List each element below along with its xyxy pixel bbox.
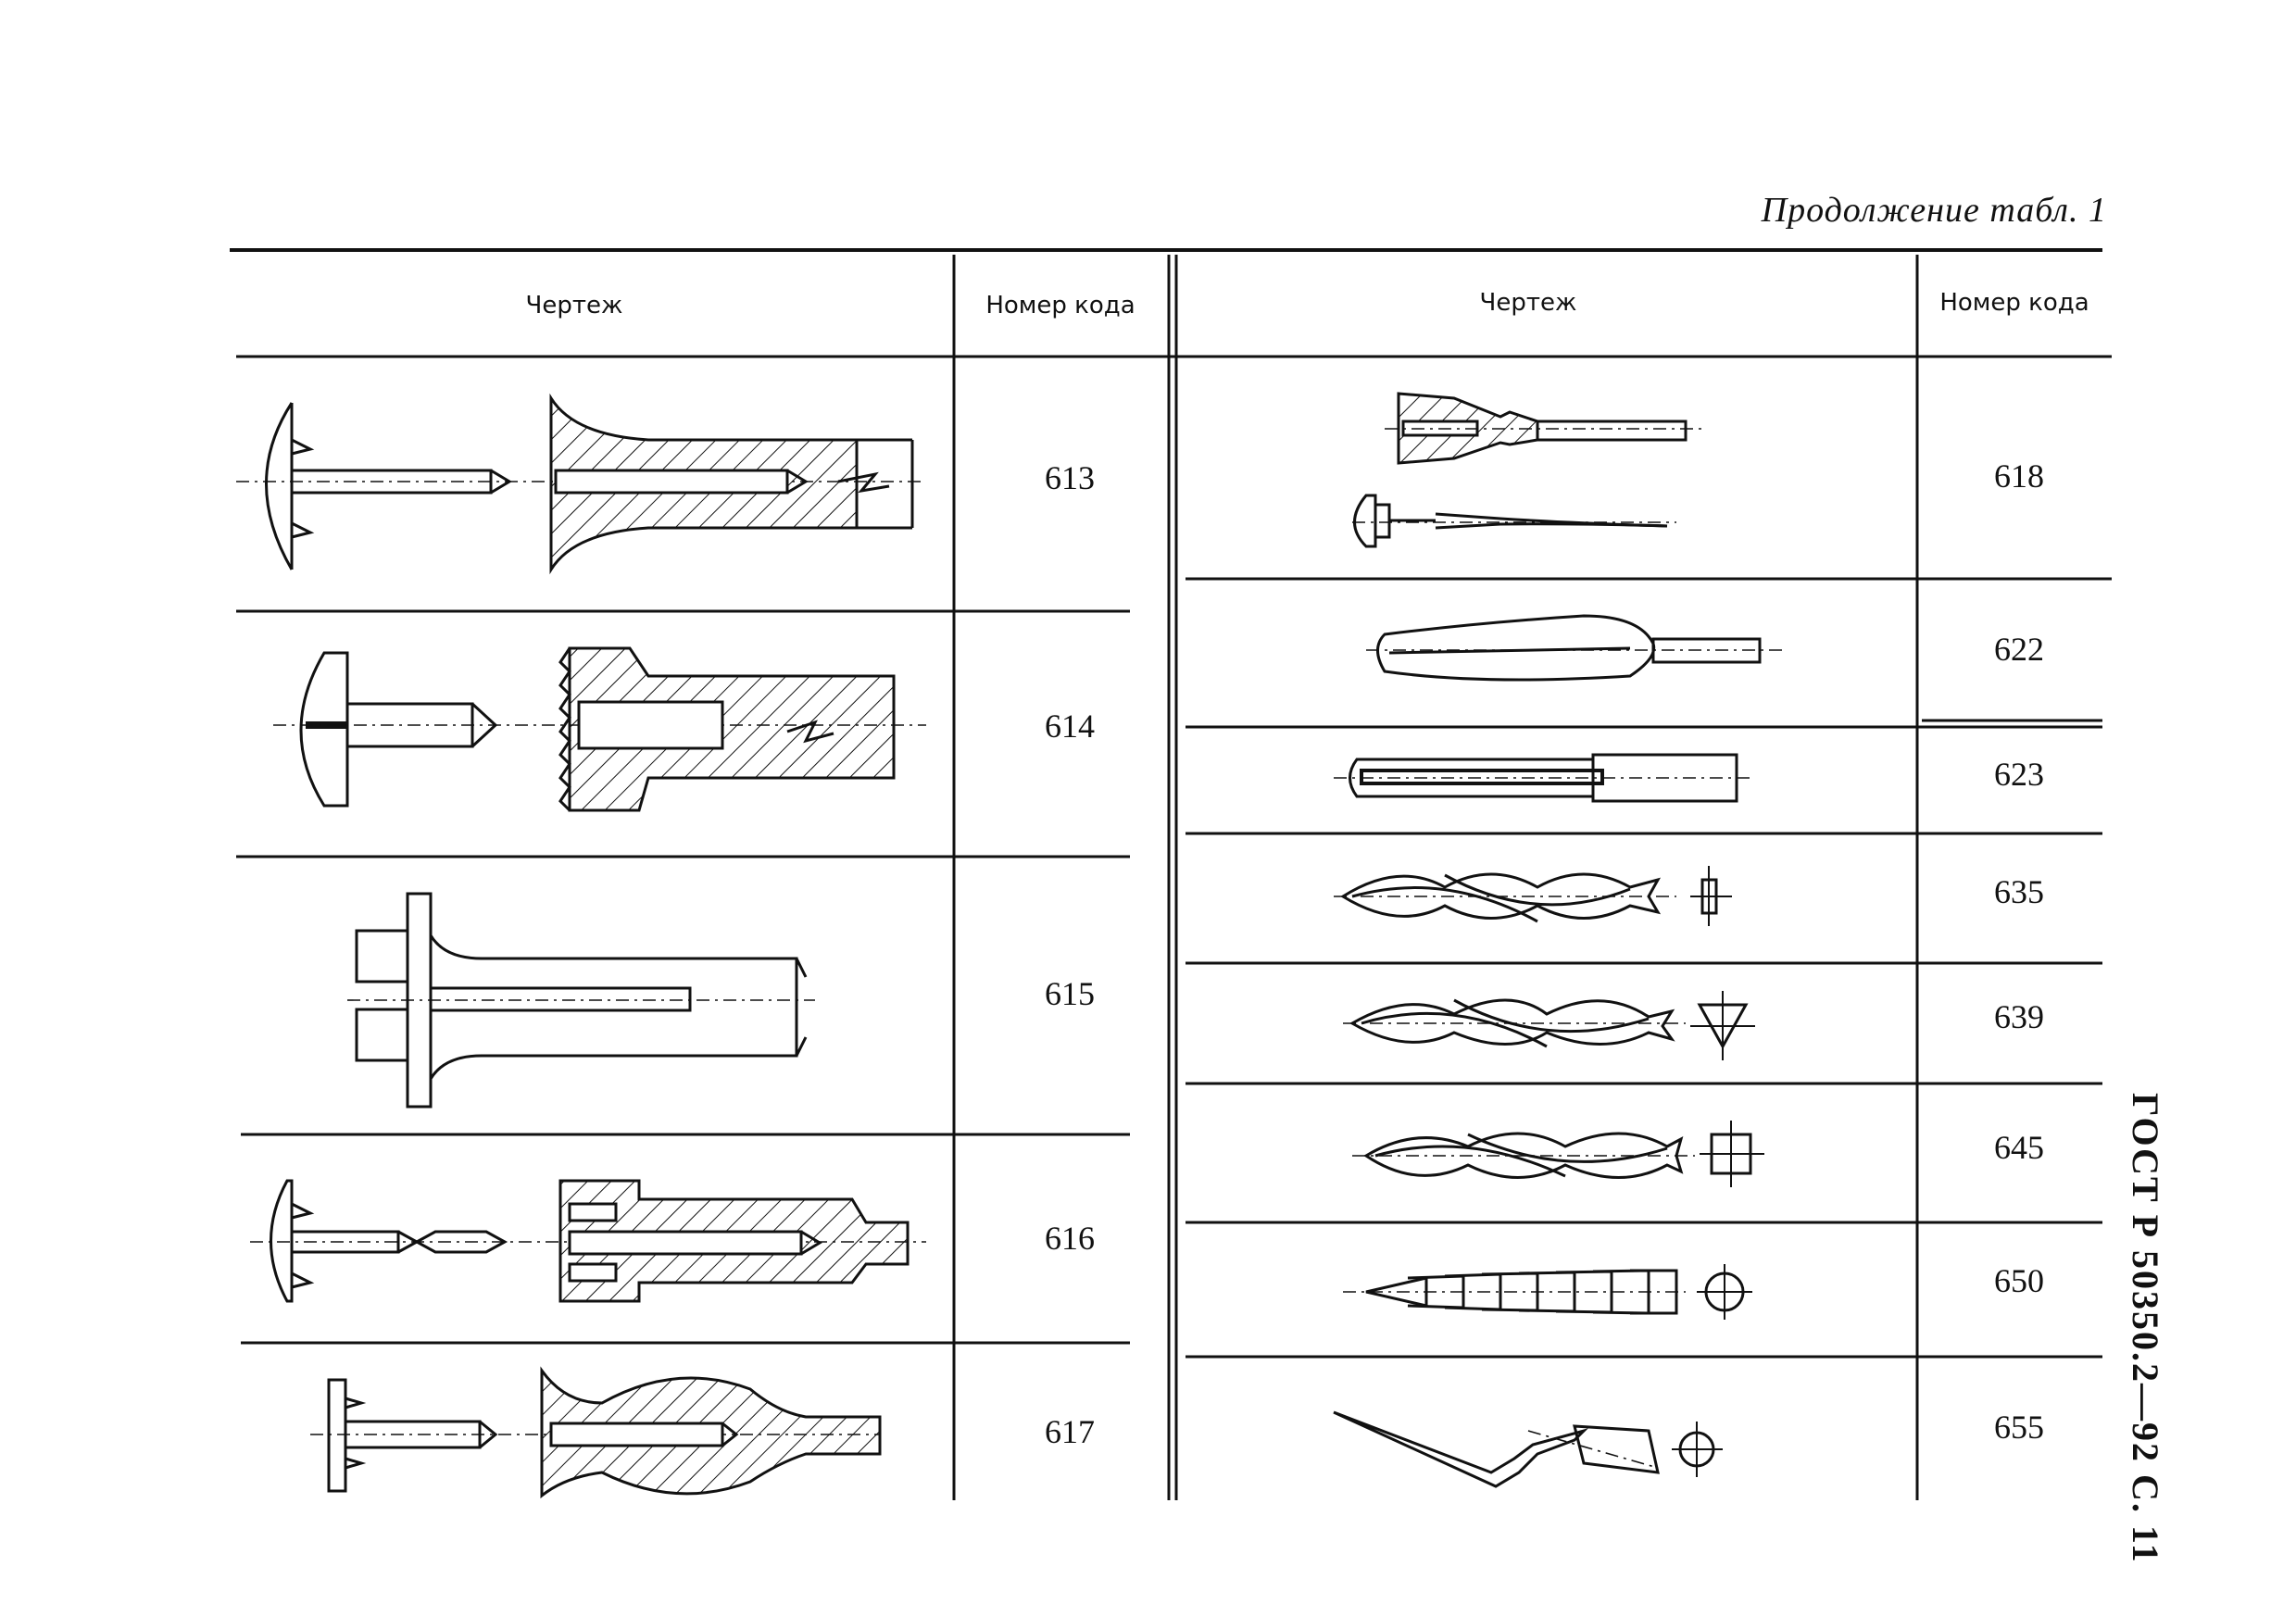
code-613: 613 (1045, 459, 1095, 496)
flanged-pin-drawing-icon (347, 892, 815, 1109)
code-623: 623 (1994, 756, 2044, 793)
triangular-twist-file-drawing-icon (1343, 991, 1755, 1060)
code-639: 639 (1994, 998, 2044, 1035)
header-right-code: Номер кода (1939, 289, 2089, 317)
table-caption: Продолжение табл. 1 (1761, 191, 2107, 230)
code-617: 617 (1045, 1413, 1095, 1450)
code-635: 635 (1994, 873, 2044, 910)
tapered-reamer-drawing-icon (1366, 614, 1788, 682)
slotted-screw-drawing-icon (273, 646, 926, 812)
straight-reamer-drawing-icon (1334, 753, 1750, 803)
header-left-code: Номер кода (985, 292, 1135, 319)
standard-page-label: ГОСТ Р 50350.2—92 С. 11 (2125, 1093, 2166, 1564)
double-point-pin-drawing-icon (250, 1179, 926, 1303)
angled-spreader-drawing-icon (1333, 1410, 1723, 1488)
bulb-pin-drawing-icon (310, 1366, 882, 1499)
round-rasp-drawing-icon (1343, 1264, 1752, 1320)
square-twist-file-drawing-icon (1352, 1121, 1764, 1187)
flat-twist-file-drawing-icon (1334, 866, 1732, 926)
nail-screw-drawing-icon (236, 393, 926, 575)
code-645: 645 (1994, 1129, 2044, 1166)
code-655: 655 (1994, 1409, 2044, 1446)
barbed-broach-drawing-icon (1352, 392, 1704, 548)
code-622: 622 (1994, 631, 2044, 668)
code-614: 614 (1045, 708, 1095, 745)
code-618: 618 (1994, 457, 2044, 495)
code-616: 616 (1045, 1220, 1095, 1257)
code-650: 650 (1994, 1262, 2044, 1299)
header-right-drawing: Чертеж (1479, 289, 1577, 317)
code-615: 615 (1045, 975, 1095, 1012)
header-left-drawing: Чертеж (525, 292, 623, 319)
